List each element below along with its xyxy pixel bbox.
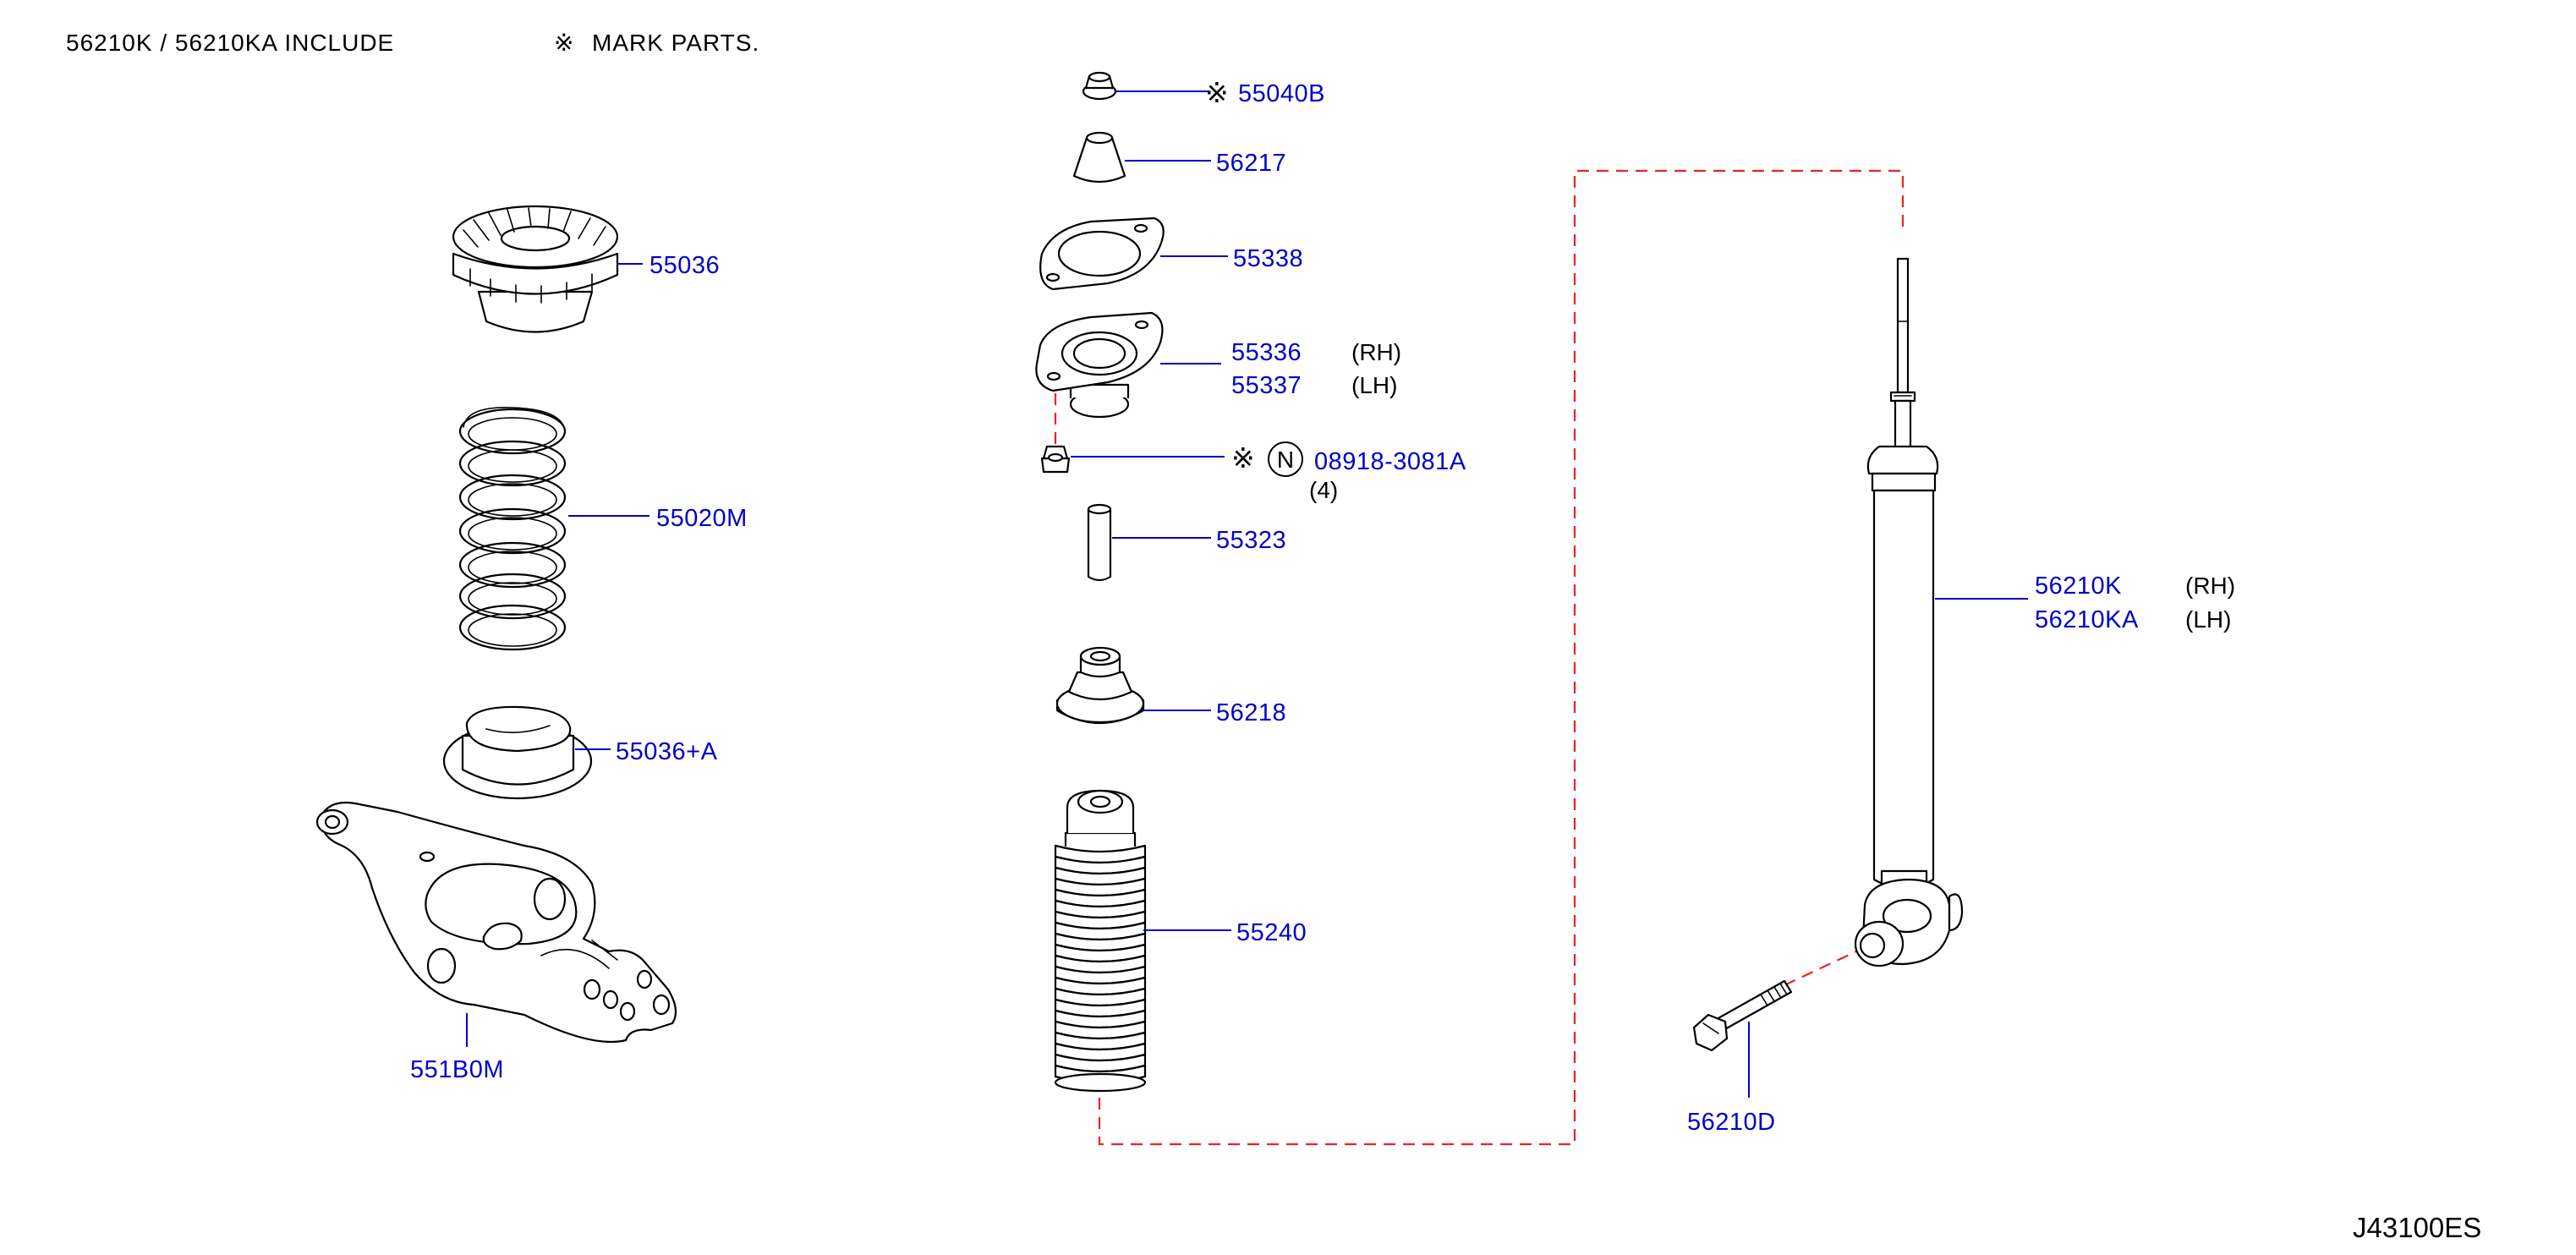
side-56210k: (RH)	[2185, 573, 2235, 599]
side-55337: (LH)	[1351, 372, 1397, 398]
bushing-56217-drawing	[1072, 131, 1126, 184]
bumper-56218-drawing	[1055, 646, 1145, 724]
boot-55240-drawing	[1054, 789, 1147, 1093]
side-55336: (RH)	[1351, 339, 1401, 365]
pin-55323-drawing	[1087, 503, 1112, 582]
part-number-55336[interactable]: 55336	[1231, 339, 1302, 366]
bolt-56210d-drawing	[1692, 979, 1793, 1052]
part-number-56217[interactable]: 56217	[1216, 150, 1286, 177]
qty-08918: (4)	[1309, 477, 1338, 503]
n-badge-letter: N	[1277, 447, 1294, 473]
spring-coil	[458, 541, 567, 589]
part-number-55240[interactable]: 55240	[1236, 919, 1307, 946]
part-number-551b0m[interactable]: 551B0M	[410, 1056, 504, 1083]
lower-arm-551b0m-drawing	[315, 801, 677, 1044]
bolt-dash-line	[1784, 945, 1870, 986]
spring-coil-inner	[468, 449, 557, 483]
spring-coil-inner	[468, 483, 557, 517]
part-number-56218[interactable]: 56218	[1216, 699, 1286, 726]
part-number-56210d[interactable]: 56210D	[1687, 1109, 1776, 1136]
part-number-56210ka[interactable]: 56210KA	[2035, 606, 2139, 633]
upper-seat-55036-drawing	[452, 205, 619, 333]
spring-coil-inner	[468, 582, 557, 616]
assembly-dash-line	[1098, 169, 1905, 1146]
mark-55040b: ※	[1205, 77, 1229, 108]
n-badge-circle	[1268, 441, 1303, 477]
spring-coil	[458, 474, 567, 521]
part-number-08918[interactable]: 08918-3081A	[1314, 448, 1466, 475]
mark-note: MARK PARTS.	[592, 30, 759, 56]
part-number-55337[interactable]: 55337	[1231, 372, 1302, 399]
part-number-56210k[interactable]: 56210K	[2035, 573, 2122, 600]
part-number-55040b[interactable]: 55040B	[1238, 80, 1325, 107]
side-56210ka: (LH)	[2185, 606, 2231, 633]
shock-absorber-56210k-drawing	[1854, 257, 1964, 967]
lower-seat-55036a-drawing	[442, 705, 593, 800]
spring-coil-inner	[468, 551, 557, 584]
spring-coil-inner	[468, 613, 557, 647]
diagram-code: J43100ES	[2353, 1212, 2481, 1243]
spring-coil	[458, 440, 567, 487]
include-note: 56210K / 56210KA INCLUDE	[66, 30, 394, 56]
spring-top-end	[463, 407, 566, 432]
spring-coil	[458, 408, 567, 455]
mark-symbol: ※	[554, 30, 574, 56]
plate-55338-drawing	[1039, 216, 1165, 291]
mount-55336-drawing	[1035, 311, 1164, 419]
coil-spring-55020m-drawing	[458, 407, 567, 651]
part-number-55323[interactable]: 55323	[1216, 527, 1286, 554]
nut-55040b-drawing	[1082, 71, 1117, 101]
spring-coil-inner	[468, 517, 557, 551]
mark-08918: ※	[1231, 442, 1255, 474]
spring-coil	[458, 507, 567, 555]
part-number-55036[interactable]: 55036	[649, 252, 720, 279]
part-number-55338[interactable]: 55338	[1233, 245, 1303, 272]
nut-08918-drawing	[1040, 445, 1071, 474]
part-number-55036a[interactable]: 55036+A	[616, 738, 718, 765]
spring-coil	[458, 604, 567, 651]
spring-coil	[458, 573, 567, 620]
boot-bottom	[1054, 1072, 1147, 1093]
part-number-55020m[interactable]: 55020M	[656, 505, 748, 532]
